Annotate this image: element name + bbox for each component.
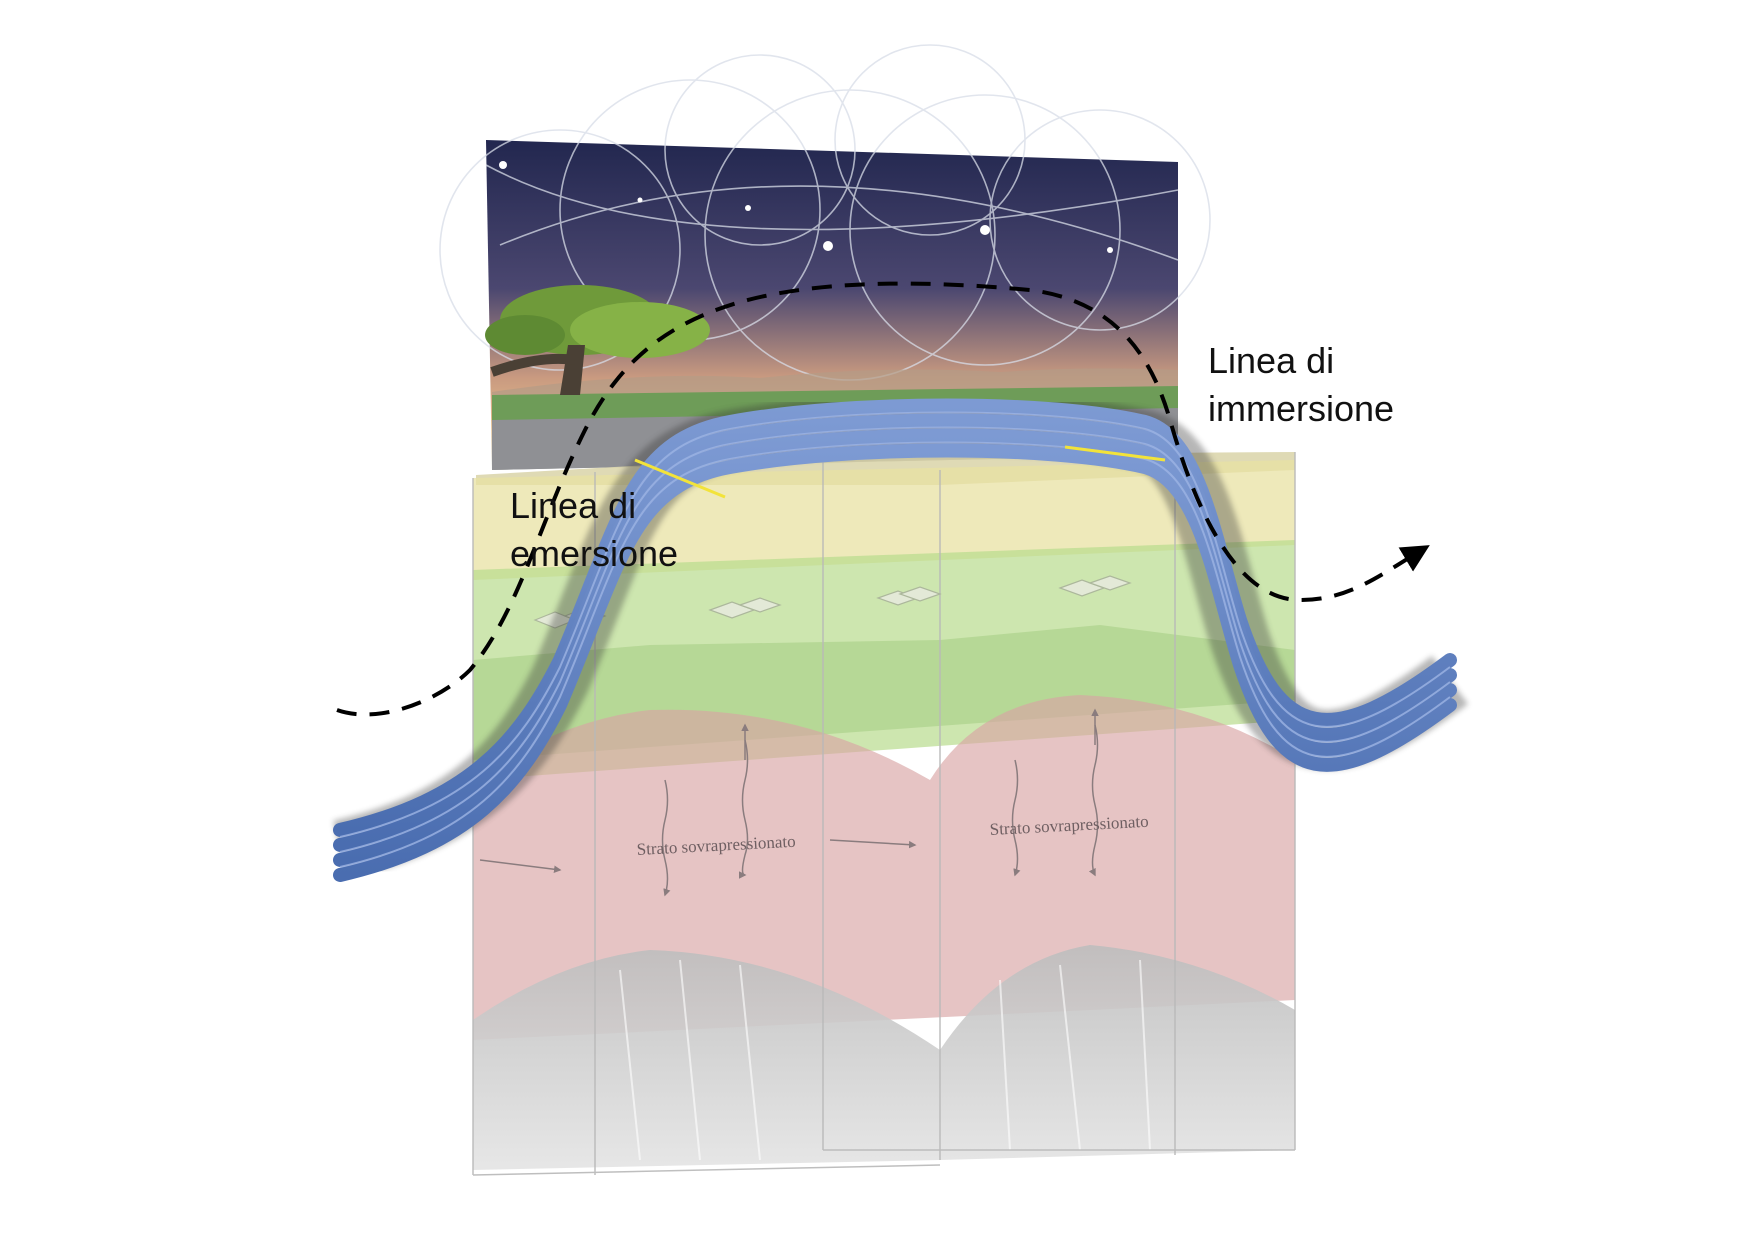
dashed-trajectory [336,281,1430,717]
geologic-block: Strato sovrapressionato Strato sovrapres… [472,452,1296,1176]
immersion-marker-line [1064,445,1166,462]
network-nodes-icon [439,44,1211,381]
emersion-marker-line [634,458,726,499]
emersion-label-line1: Linea di [510,485,637,526]
tree-icon [485,285,710,395]
flow-band [333,393,1468,882]
immersion-label-line1: Linea di [1208,340,1335,381]
emersion-label-line2: emersione [510,533,679,574]
immersion-label-line2: immersione [1208,388,1395,429]
immersion-line-label: Linea di immersione [1208,337,1394,433]
emersion-line-label: Linea di emersione [510,482,678,578]
